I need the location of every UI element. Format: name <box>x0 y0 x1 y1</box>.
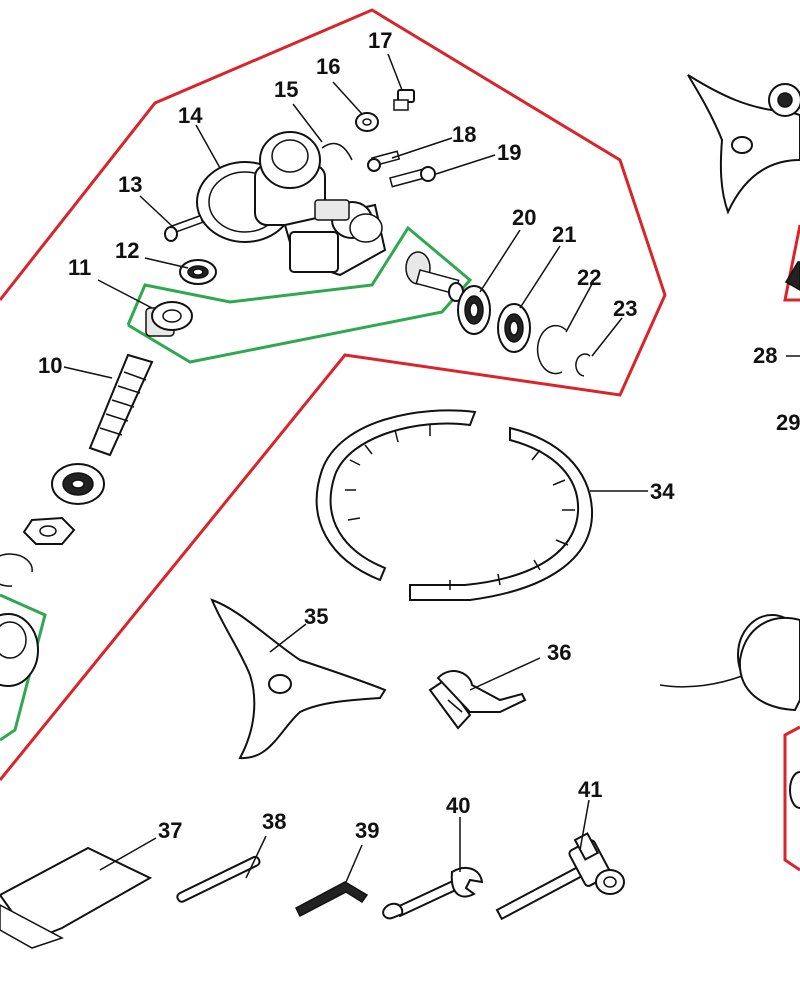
circlip-left-cropped <box>0 553 33 587</box>
wrench-part-40 <box>382 866 484 920</box>
circlip-part-15 <box>321 142 353 161</box>
gearbox-housing-part-14 <box>196 131 387 277</box>
green-outline-gear-pair <box>126 225 473 364</box>
bolt-part-19 <box>389 166 436 188</box>
label-39: 39 <box>355 818 379 843</box>
small-gear-part-11 <box>145 301 193 337</box>
label-15: 15 <box>274 77 298 102</box>
leader-lines <box>63 53 800 883</box>
washer-part-16 <box>355 112 379 132</box>
circlip-part-23 <box>575 353 591 377</box>
label-29: 29 <box>776 410 800 435</box>
label-10: 10 <box>38 353 62 378</box>
red-outline-right-bottom <box>783 725 800 872</box>
rod-tool-part-38 <box>176 855 261 903</box>
label-17: 17 <box>368 28 392 53</box>
bearing-left-cropped <box>51 463 105 505</box>
guard-ring-part-34 <box>315 409 594 601</box>
label-12: 12 <box>115 238 139 263</box>
bevel-gear-shaft <box>405 251 464 302</box>
bolt-part-17 <box>393 89 415 111</box>
label-13: 13 <box>118 172 142 197</box>
harness-clip-part-36 <box>428 670 527 730</box>
bolt-part-13 <box>164 214 204 242</box>
part-labels: 10 11 12 13 14 15 16 17 18 19 20 21 22 2… <box>38 28 800 843</box>
circlip-part-22 <box>536 324 567 375</box>
label-34: 34 <box>650 479 675 504</box>
small-part-right-cropped <box>784 261 800 291</box>
red-outline-right-top <box>783 224 800 302</box>
manual-booklet-part-37 <box>0 846 153 949</box>
bearing-part-12 <box>179 259 217 285</box>
three-tooth-blade-part-35 <box>210 598 387 760</box>
blade-right-cropped <box>687 74 800 215</box>
label-18: 18 <box>452 122 476 147</box>
bearing-part-21 <box>497 303 531 353</box>
label-36: 36 <box>547 640 571 665</box>
cover-left-cropped <box>0 613 39 687</box>
label-16: 16 <box>316 54 340 79</box>
label-21: 21 <box>552 222 576 247</box>
label-23: 23 <box>613 296 637 321</box>
label-41: 41 <box>578 777 602 802</box>
label-37: 37 <box>158 818 182 843</box>
label-19: 19 <box>497 140 521 165</box>
screw-part-18 <box>367 150 401 172</box>
label-11: 11 <box>68 255 91 280</box>
hex-key-part-39 <box>295 881 369 918</box>
label-35: 35 <box>304 604 328 629</box>
bearing-part-20 <box>457 285 491 335</box>
label-20: 20 <box>512 205 536 230</box>
label-14: 14 <box>178 103 203 128</box>
red-outline-gearbox-group <box>0 8 667 781</box>
splined-shaft-part-10 <box>88 353 154 457</box>
label-38: 38 <box>262 809 286 834</box>
label-28: 28 <box>753 343 777 368</box>
trimmer-head-right-cropped <box>659 614 800 712</box>
spark-plug-wrench-part-41 <box>495 832 625 921</box>
label-22: 22 <box>577 265 601 290</box>
spool-right-cropped <box>789 771 800 809</box>
label-40: 40 <box>446 793 470 818</box>
washer-left-cropped <box>22 516 76 545</box>
